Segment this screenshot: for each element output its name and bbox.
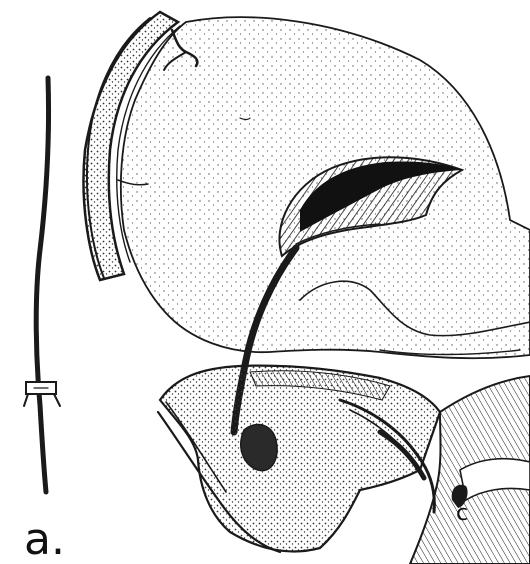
drain-tube-panel-a: a. xyxy=(24,78,65,564)
bone-block xyxy=(160,366,440,552)
label-a: a. xyxy=(24,514,65,564)
label-c: c xyxy=(456,501,468,526)
skull-base-bone xyxy=(158,366,440,552)
